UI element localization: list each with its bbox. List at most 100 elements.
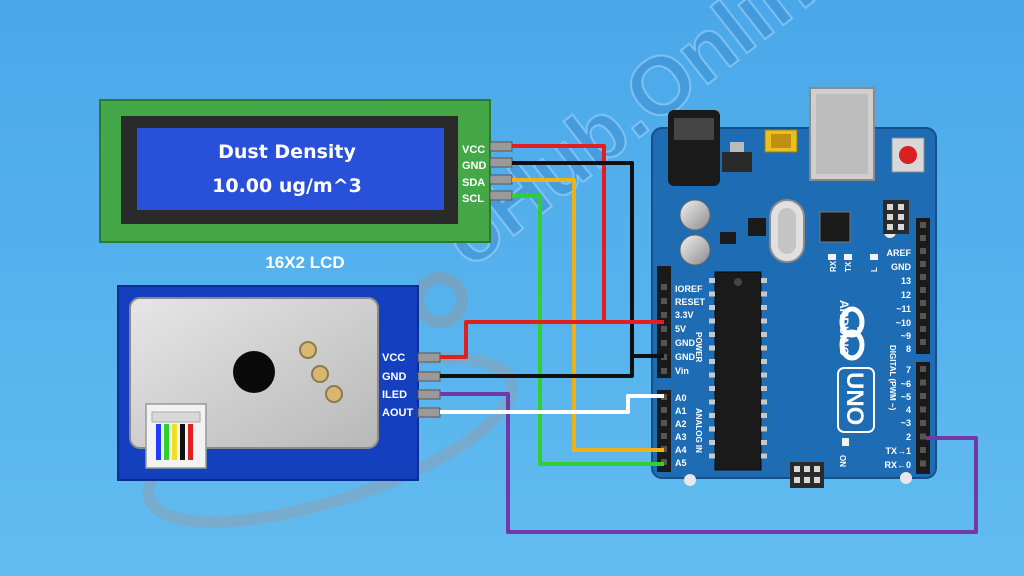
digital-header-pin (920, 460, 926, 467)
voltage-regulator (722, 152, 752, 172)
chip-pin (709, 426, 715, 432)
chip-pin (709, 345, 715, 351)
digital-header-pin (920, 287, 926, 293)
digital-header-bottom (916, 362, 930, 474)
lcd-module: Dust Density 10.00 ug/m^3 VCC GND SDA SC… (99, 99, 513, 243)
pin-7: 7 (906, 365, 911, 375)
wire-sensor-iled (440, 392, 978, 534)
pin-reset: RESET (675, 297, 706, 307)
svg-text:+: + (853, 325, 864, 331)
pin-a1: A1 (675, 406, 687, 416)
power-header-pin (661, 298, 667, 304)
sensor-led-3 (325, 385, 343, 403)
digital-header-pin (920, 433, 926, 440)
lcd-screen (137, 128, 444, 210)
capacitor-1 (679, 199, 711, 231)
chip-pin (761, 386, 767, 391)
pin-5v: 5V (675, 324, 686, 334)
lcd-pin-vcc: VCC (462, 144, 485, 156)
digital-header-pin (920, 248, 926, 254)
pin-ioref: IOREF (675, 284, 703, 294)
chip-pin (709, 372, 715, 378)
led-label-l: L (870, 267, 879, 272)
sensor-pin-gnd: GND (382, 371, 407, 383)
digital-header-pin (920, 406, 926, 413)
chip-pin (761, 413, 767, 418)
pin-rx-0: RX←0 (884, 460, 911, 470)
pin-a2: A2 (675, 419, 687, 429)
analog-header-pin (661, 407, 667, 413)
digital-header-pin (920, 447, 926, 453)
power-header-pin (661, 340, 667, 346)
pin-11: ~11 (896, 304, 911, 314)
chip-pin (761, 318, 767, 324)
sensor-pin-vcc: VCC (382, 352, 405, 364)
sensor-aperture (233, 351, 275, 393)
lcd-pin-sda: SDA (462, 177, 485, 189)
chip-pin (709, 399, 715, 405)
chip-pin (761, 359, 767, 364)
chip-pin (761, 332, 767, 337)
chip-pin (761, 291, 767, 297)
icsp-header-bottom (790, 462, 824, 488)
pin-a4: A4 (675, 445, 687, 455)
wire-sensor-gnd (440, 354, 664, 378)
digital-header-pin (920, 261, 926, 267)
digital-header-pin (920, 313, 926, 319)
pin-10: ~10 (896, 318, 911, 328)
digital-header-pin (920, 339, 926, 345)
arduino-uno-board: RX TX L ARDUINO + UNO ON IOREF RESE (651, 87, 937, 488)
pin-a5: A5 (675, 458, 687, 468)
pin-8: 8 (906, 344, 911, 354)
lcd-line-1: Dust Density (218, 141, 356, 163)
capacitor-2 (679, 234, 711, 266)
pin-vin: Vin (675, 366, 689, 376)
digital-header-pin (920, 366, 926, 372)
analog-header-labels: A0 A1 A2 A3 A4 A5 ANALOG IN (675, 393, 703, 468)
chip-pin (709, 318, 715, 324)
chip-pin (709, 305, 715, 310)
small-ic (748, 218, 766, 236)
analog-header-pin (661, 420, 667, 426)
pin-4: 4 (906, 405, 911, 415)
analog-title: ANALOG IN (694, 408, 703, 453)
sensor-led-2 (311, 365, 329, 383)
digital-header-pin (920, 300, 926, 306)
dust-sensor-module: VCC GND ILED AOUT (117, 285, 441, 481)
usb-controller-chip (819, 211, 851, 243)
led-label-rx: RX (829, 260, 838, 272)
power-header-pin (661, 368, 667, 374)
sensor-connector (145, 403, 207, 469)
digital-header-pin (920, 222, 926, 228)
chip-pin (761, 440, 767, 445)
pin-6: ~6 (901, 379, 911, 389)
power-header-pin (661, 284, 667, 290)
lcd-line-2: 10.00 ug/m^3 (212, 175, 362, 197)
sensor-pin-aout: AOUT (382, 407, 413, 419)
wires (440, 144, 978, 534)
pin-gnd-1: GND (675, 338, 696, 348)
chip-pin (709, 359, 715, 364)
led-label-tx: TX (844, 261, 853, 272)
chip-pin (709, 386, 715, 391)
pin-5: ~5 (901, 392, 911, 402)
pin-2: 2 (906, 432, 911, 442)
digital-bottom-labels: 7 ~6 ~5 4 ~3 2 TX→1 RX←0 DIGITAL (PWM ~) (884, 345, 911, 470)
digital-header-top (916, 218, 930, 354)
pin-a0: A0 (675, 393, 687, 403)
pin-aref: AREF (887, 248, 912, 258)
lcd-pin-labels: VCC GND SDA SCL (462, 144, 487, 205)
analog-header-pin (661, 433, 667, 439)
digital-header-pin (920, 274, 926, 280)
pin-13: 13 (901, 276, 911, 286)
digital-title: DIGITAL (PWM ~) (888, 345, 897, 411)
arduino-logo: ARDUINO + UNO (837, 300, 875, 433)
wire-lcd-sda (512, 178, 664, 452)
led-label-on: ON (838, 455, 847, 467)
chip-pin (761, 305, 767, 310)
lcd-pin-scl: SCL (462, 193, 484, 205)
digital-header-pin (920, 326, 926, 332)
chip-pin (709, 278, 715, 283)
mounting-hole (900, 472, 912, 484)
